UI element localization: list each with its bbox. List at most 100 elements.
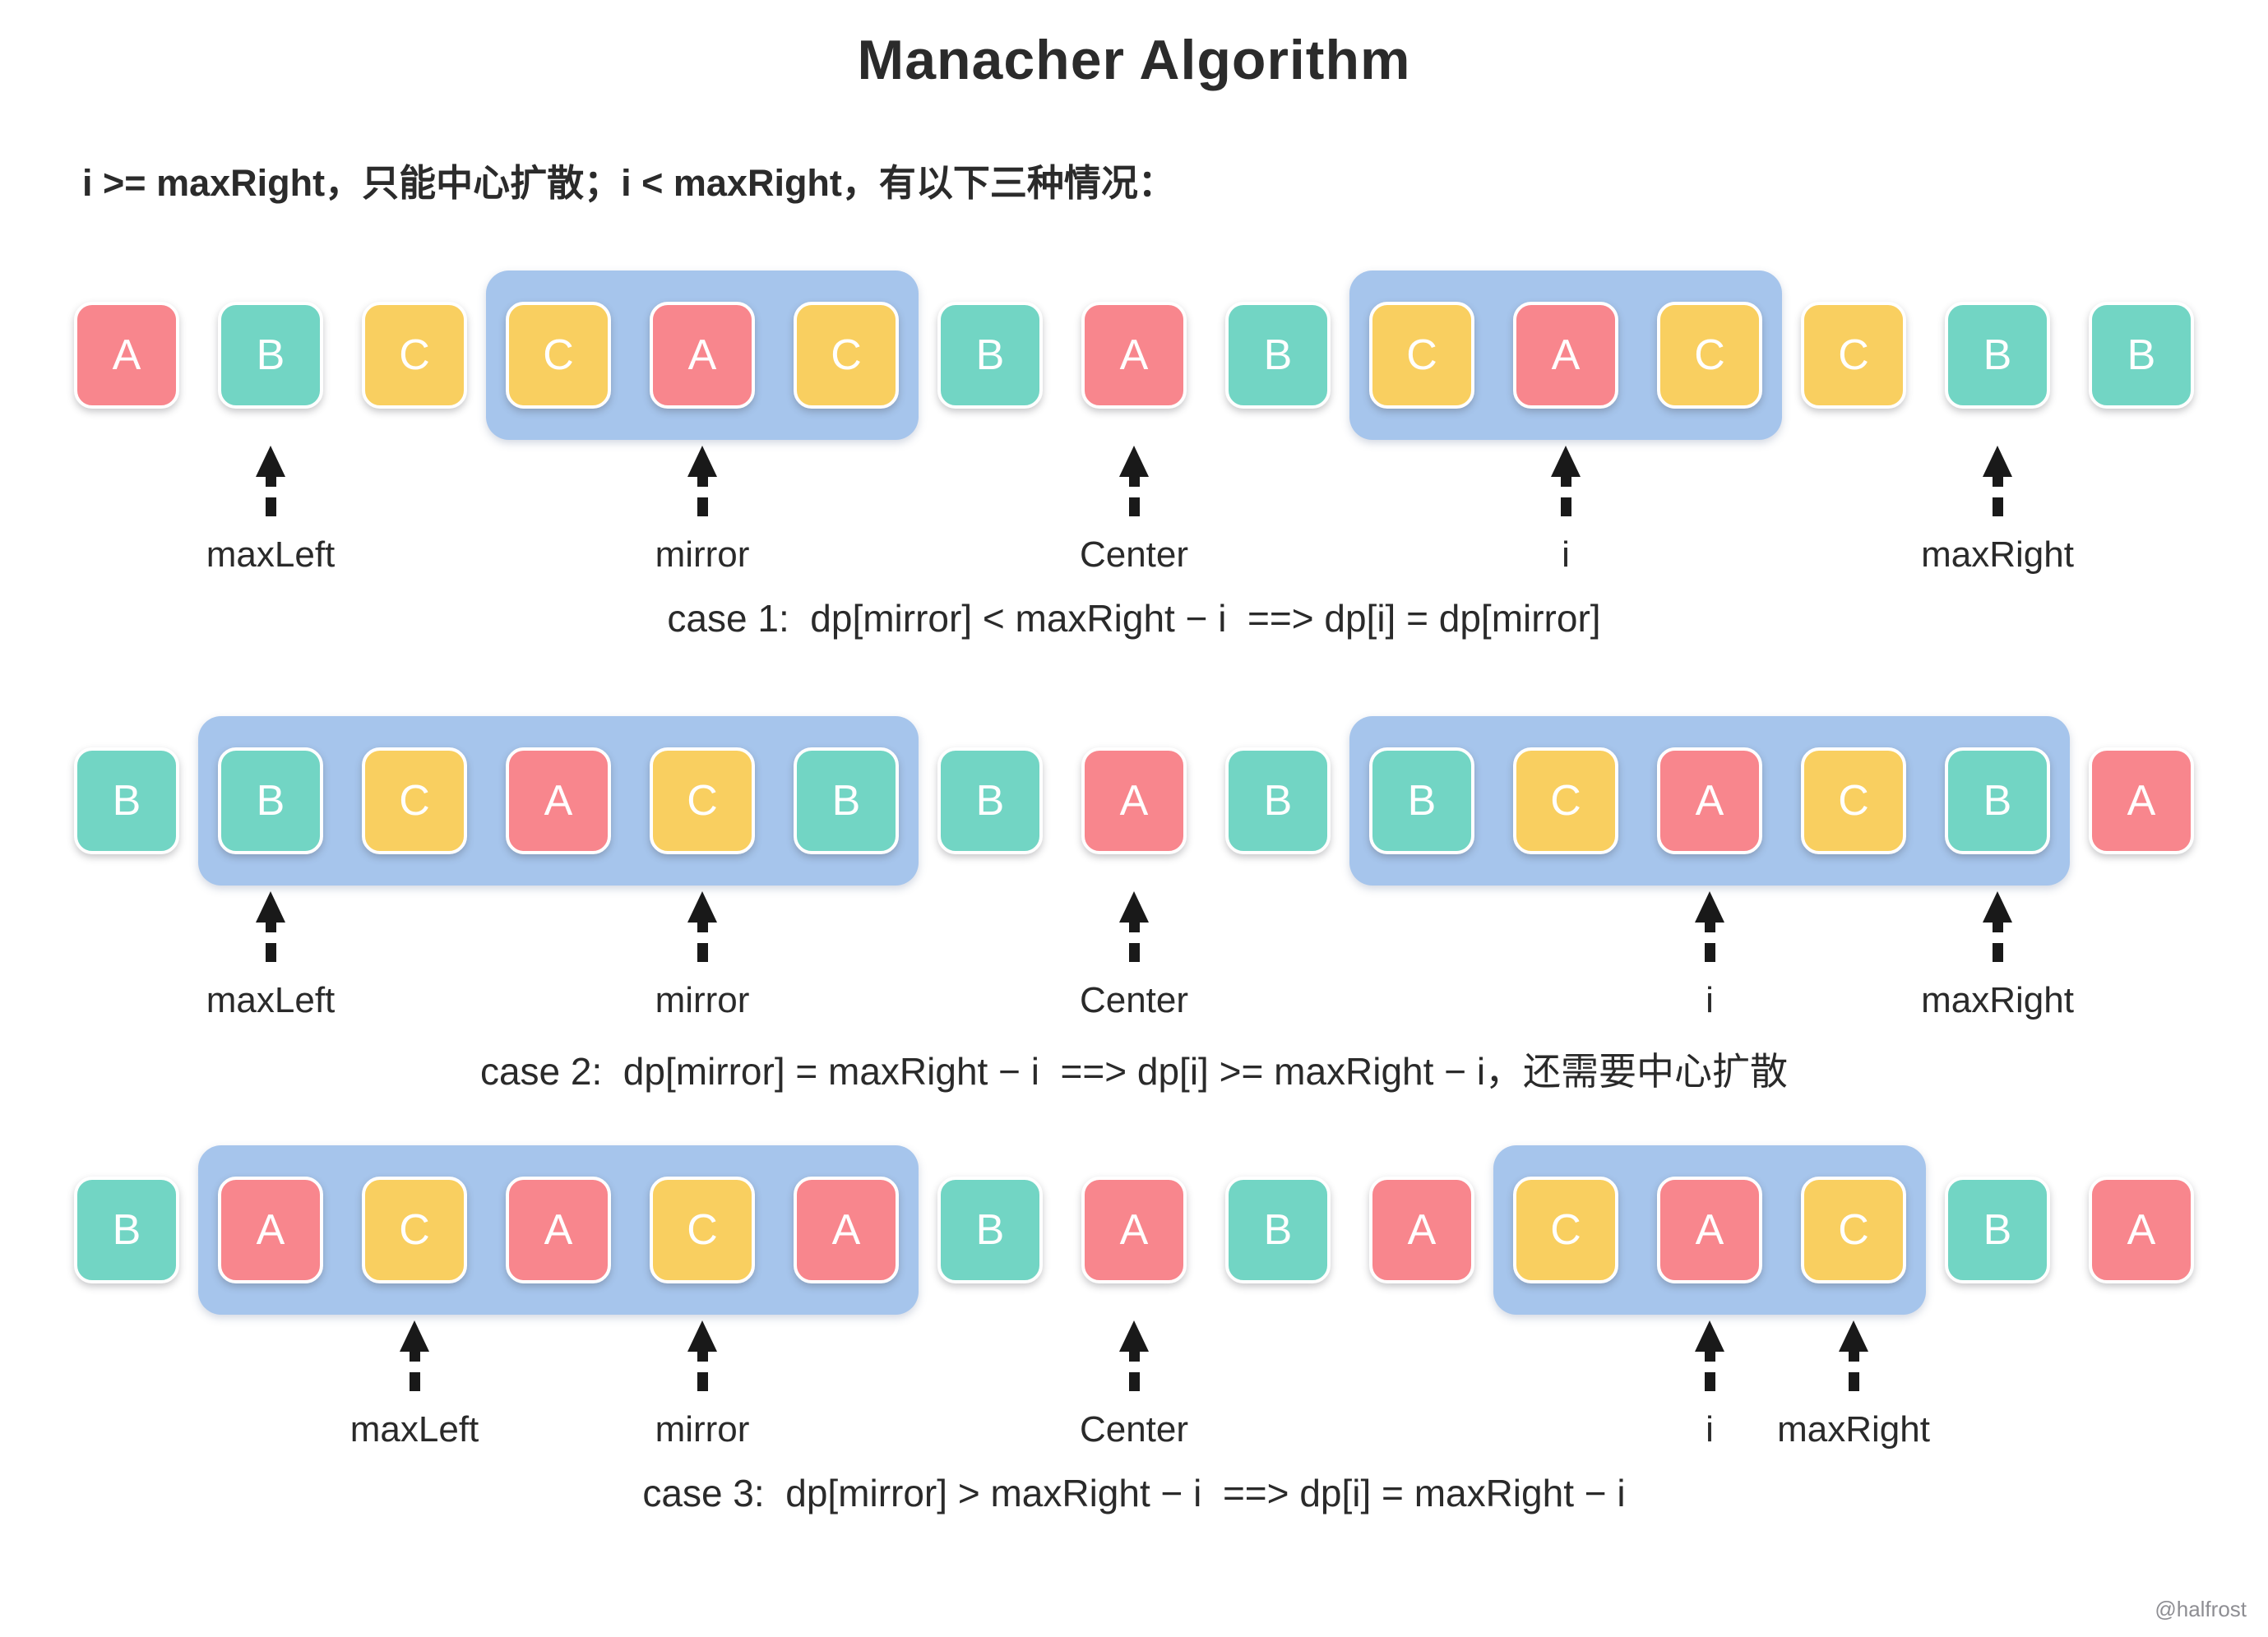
tile-letter: B	[1263, 1206, 1293, 1254]
pointer-label: mirror	[655, 1409, 750, 1450]
tile-C: C	[650, 747, 755, 854]
pointer-label: i	[1706, 1409, 1714, 1450]
arrow-stub	[265, 474, 276, 487]
tile-A: A	[1081, 747, 1187, 854]
tile-letter: B	[1983, 331, 2012, 379]
tile-A: A	[1081, 302, 1187, 409]
tile-letter: B	[1983, 777, 2012, 825]
pointer-label: Center	[1079, 980, 1189, 1020]
case-caption: case 3: dp[mirror] > maxRight − i ==> dp…	[642, 1472, 1626, 1514]
subtitle: i >= maxRight，只能中心扩散；i < maxRight，有以下三种情…	[82, 162, 1175, 204]
tile-A: A	[506, 1177, 611, 1283]
tile-letter: C	[687, 777, 718, 825]
arrow-dash	[1128, 943, 1140, 962]
tile-B: B	[937, 302, 1043, 409]
case-caption: case 1: dp[mirror] < maxRight − i ==> dp…	[667, 597, 1601, 640]
arrow-dash	[1704, 943, 1715, 962]
tile-C: C	[362, 302, 467, 409]
tile-letter: A	[256, 1206, 285, 1254]
tile-B: B	[218, 302, 323, 409]
arrow-head	[1119, 891, 1149, 923]
pointer-Center: Center	[1079, 446, 1189, 576]
tile-letter: A	[1695, 777, 1724, 825]
arrow-stub	[697, 920, 708, 932]
arrow-stub	[1128, 474, 1140, 487]
tile-C: C	[1657, 302, 1762, 409]
tile-A: A	[1369, 1177, 1474, 1283]
pointer-label: mirror	[655, 534, 750, 575]
tile-A: A	[650, 302, 755, 409]
tile-C: C	[362, 1177, 467, 1283]
arrow-stub	[409, 1349, 420, 1362]
pointer-label: Center	[1079, 534, 1189, 575]
tile-C: C	[650, 1177, 755, 1283]
pointer-label: i	[1562, 534, 1570, 575]
up-arrow-icon	[687, 891, 717, 962]
pointer-maxRight: maxRight	[1921, 446, 2074, 576]
watermark: @halfrost	[2155, 1597, 2247, 1621]
tile-letter: A	[687, 331, 717, 379]
pointer-label: i	[1706, 980, 1714, 1020]
tile-letter: A	[544, 777, 573, 825]
arrow-dash	[1704, 1372, 1715, 1391]
arrow-dash	[1128, 497, 1140, 516]
pointer-maxLeft: maxLeft	[206, 446, 335, 576]
arrow-head	[256, 446, 285, 477]
tile-B: B	[794, 747, 899, 854]
arrow-stub	[1992, 474, 2003, 487]
tile-letter: B	[256, 331, 285, 379]
up-arrow-icon	[1839, 1320, 1868, 1391]
arrow-head	[1983, 446, 2012, 477]
tile-letter: C	[831, 331, 862, 379]
tile-letter: A	[1407, 1206, 1437, 1254]
pointer-i: i	[1657, 1320, 1762, 1450]
case-caption: case 2: dp[mirror] = maxRight − i ==> dp…	[479, 1050, 1789, 1093]
arrow-stub	[1848, 1349, 1859, 1362]
page-title: Manacher Algorithm	[857, 29, 1411, 91]
arrow-head	[1695, 1320, 1724, 1352]
pointer-Center: Center	[1079, 891, 1189, 1021]
pointer-row: maxLeft mirror Center i maxRight	[74, 446, 2194, 576]
up-arrow-icon	[1119, 446, 1149, 516]
tile-B: B	[1945, 747, 2050, 854]
pointer-mirror: mirror	[650, 1320, 755, 1450]
tile-A: A	[1081, 1177, 1187, 1283]
tile-letter: B	[975, 777, 1005, 825]
pointer-i: i	[1513, 446, 1618, 576]
arrow-dash	[1992, 497, 2003, 516]
up-arrow-icon	[687, 446, 717, 516]
tile-letter: C	[687, 1206, 718, 1254]
arrow-dash	[1848, 1372, 1859, 1391]
arrow-dash	[1992, 943, 2003, 962]
arrow-head	[1119, 446, 1149, 477]
tile-letter: C	[1694, 331, 1725, 379]
arrow-head	[687, 446, 717, 477]
pointer-label: mirror	[655, 980, 750, 1020]
tile-C: C	[794, 302, 899, 409]
pointer-mirror: mirror	[650, 446, 755, 576]
up-arrow-icon	[1983, 891, 2012, 962]
tile-letter: A	[544, 1206, 573, 1254]
up-arrow-icon	[1983, 446, 2012, 516]
tile-letter: A	[1695, 1206, 1724, 1254]
pointer-label: maxLeft	[206, 980, 336, 1020]
tile-A: A	[1657, 747, 1762, 854]
tile-B: B	[1945, 302, 2050, 409]
tile-letter: C	[1406, 331, 1437, 379]
pointer-label: maxRight	[1777, 1409, 1930, 1450]
arrow-stub	[1128, 1349, 1140, 1362]
tile-letter: B	[1407, 777, 1437, 825]
arrow-head	[687, 1320, 717, 1352]
arrow-head	[1551, 446, 1581, 477]
tile-A: A	[2089, 747, 2194, 854]
arrow-dash	[265, 497, 276, 516]
tile-C: C	[1513, 1177, 1618, 1283]
arrow-head	[400, 1320, 429, 1352]
arrow-head	[256, 891, 285, 923]
pointer-maxLeft: maxLeft	[206, 891, 335, 1021]
